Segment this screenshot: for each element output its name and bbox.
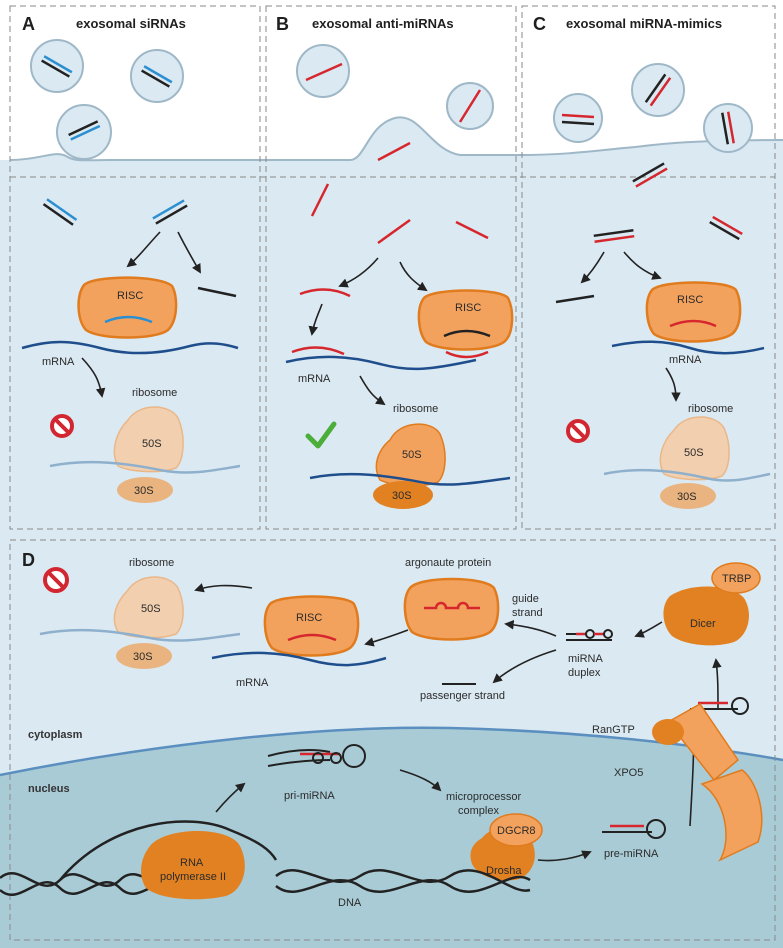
anti-mirna-strand — [445, 350, 489, 359]
mrna-label: mRNA — [42, 356, 75, 368]
sirna-duplex — [42, 198, 188, 226]
risc-label: RISC — [455, 302, 481, 314]
rna-polymerase-ii: RNA polymerase II — [141, 831, 245, 900]
panel-b-letter: B — [276, 14, 289, 34]
ribosome-30s-label: 30S — [392, 490, 412, 502]
rna-pol-line2: polymerase II — [160, 871, 226, 883]
panel-c-letter: C — [533, 14, 546, 34]
pri-mirna: pri-miRNA — [267, 744, 366, 802]
microprocessor-line2: complex — [458, 805, 499, 817]
panel-a-title: exosomal siRNAs — [76, 16, 186, 31]
panel-c-header: C exosomal miRNA-mimics — [533, 14, 722, 34]
nucleus-region — [0, 726, 783, 948]
drosha-label: Drosha — [486, 865, 522, 877]
exosome-vesicle — [553, 93, 603, 143]
pre-mirna: pre-miRNA — [602, 819, 666, 860]
passenger-strand-line — [555, 294, 595, 304]
mrna-label: mRNA — [298, 373, 331, 385]
xpo5-export-channel: XPO5 — [614, 703, 763, 862]
ribosome-50s-label: 50S — [141, 603, 161, 615]
ribosome-label: ribosome — [129, 557, 174, 569]
block-icon — [566, 419, 590, 443]
ribosome-label: ribosome — [132, 387, 177, 399]
mirna-duplex: miRNA duplex — [566, 629, 613, 679]
ribosome-50s-label: 50S — [402, 449, 422, 461]
trbp-label: TRBP — [722, 573, 751, 585]
guide-strand-line2: strand — [512, 607, 543, 619]
exosome-vesicle — [631, 63, 685, 117]
passenger-strand: passenger strand — [420, 683, 505, 702]
ribosome-inactive: 50S 30S — [39, 576, 241, 669]
ribosome-inactive: 50S 30S — [603, 416, 771, 509]
risc-complex: RISC — [77, 276, 178, 339]
flow-arrows — [308, 257, 428, 406]
pre-mirna-label: pre-miRNA — [604, 848, 659, 860]
mrna-strand — [211, 651, 387, 667]
exosome-vesicle — [296, 44, 350, 98]
panel-d-letter: D — [22, 550, 35, 570]
ribosome-label: ribosome — [393, 403, 438, 415]
ribosome-50s-label: 50S — [142, 438, 162, 450]
dgcr8-label: DGCR8 — [497, 825, 536, 837]
guide-strand-line1: guide — [512, 593, 539, 605]
microprocessor-label: microprocessor complex — [446, 791, 522, 817]
mrna-strand — [611, 340, 765, 355]
rangtp-label: RanGTP — [592, 724, 635, 736]
pri-mirna-label: pri-miRNA — [284, 790, 335, 802]
mrna-label: mRNA — [669, 354, 702, 366]
block-icon — [43, 567, 69, 593]
flow-arrows — [580, 251, 681, 402]
passenger-strand-label: passenger strand — [420, 690, 505, 702]
check-icon — [305, 421, 337, 449]
anti-mirna-strand — [310, 141, 489, 245]
dicer-label: Dicer — [690, 618, 716, 630]
panel-a-letter: A — [22, 14, 35, 34]
exosome-vesicle — [30, 39, 84, 93]
exosome-vesicle — [446, 82, 494, 130]
nucleus-label: nucleus — [28, 783, 70, 795]
risc-label: RISC — [117, 290, 143, 302]
panel-c-title: exosomal miRNA-mimics — [566, 16, 722, 31]
ribosome-inactive: 50S 30S — [49, 406, 241, 503]
microprocessor-complex: Drosha DGCR8 — [470, 813, 543, 881]
flow-arrows — [81, 231, 201, 398]
rna-pol-line1: RNA — [180, 857, 204, 869]
cytoplasm-label: cytoplasm — [28, 729, 83, 741]
passenger-strand-line — [197, 286, 237, 298]
panel-frames — [9, 5, 776, 941]
exosome-vesicle — [130, 49, 184, 103]
exosome-vesicle — [703, 103, 753, 153]
mrna-strand — [21, 340, 239, 355]
panel-b-title: exosomal anti-miRNAs — [312, 16, 454, 31]
ribosome-active: 50S 30S — [309, 423, 511, 509]
panel-a-header: A exosomal siRNAs — [22, 14, 186, 34]
risc-label: RISC — [296, 612, 322, 624]
risc-complex: RISC — [645, 281, 742, 343]
xpo5-label: XPO5 — [614, 767, 643, 779]
argonaute-label: argonaute protein — [405, 557, 491, 569]
ribosome-30s-label: 30S — [677, 491, 697, 503]
anti-mirna-strand — [299, 288, 351, 298]
block-icon — [50, 414, 74, 438]
microprocessor-line1: microprocessor — [446, 791, 522, 803]
mrna-label: mRNA — [236, 677, 269, 689]
risc-complex: RISC — [263, 595, 360, 657]
mrna-strand — [285, 355, 477, 371]
guide-strand-label: guide strand — [512, 593, 543, 619]
exosome-fusing — [56, 104, 112, 160]
mirna-duplex-line1: miRNA — [568, 653, 603, 665]
ribosome-30s-label: 30S — [133, 651, 153, 663]
risc-complex: RISC — [417, 289, 514, 351]
mirna-mimic-duplex — [593, 162, 743, 243]
risc-label: RISC — [677, 294, 703, 306]
anti-mirna-strand — [291, 346, 345, 356]
panel-b-header: B exosomal anti-miRNAs — [276, 14, 454, 34]
ribosome-50s-label: 50S — [684, 447, 704, 459]
ribosome-30s-label: 30S — [134, 485, 154, 497]
dna-label: DNA — [338, 897, 362, 909]
dicer-complex: Dicer TRBP — [663, 562, 761, 646]
ribosome-label: ribosome — [688, 403, 733, 415]
argonaute-protein: argonaute protein — [403, 557, 500, 641]
mirna-duplex-line2: duplex — [568, 667, 601, 679]
